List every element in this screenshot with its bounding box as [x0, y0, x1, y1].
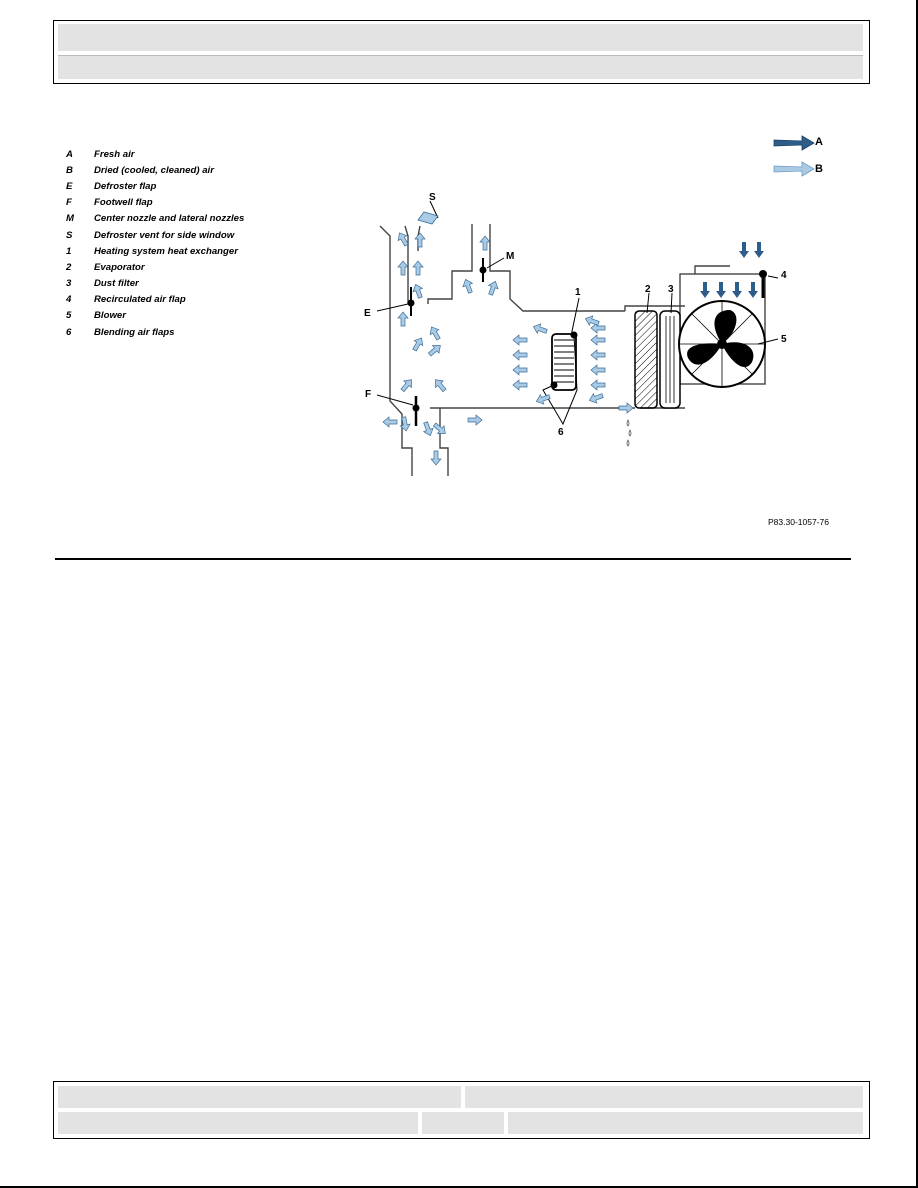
airflow-diagram-svg: S M E F 1 2 3 4 5 6: [364, 192, 787, 476]
section-divider: [55, 558, 851, 560]
defroster-flap: [407, 287, 415, 316]
footer-cell: [58, 1086, 461, 1108]
callout-4: 4: [781, 270, 787, 281]
footer-cell: [422, 1112, 504, 1134]
legend-item: S Defroster vent for side window: [66, 227, 244, 243]
header-subtitle-bar: [58, 55, 863, 79]
legend-key: 1: [66, 245, 72, 257]
side-window-vent-icon: [417, 211, 439, 225]
legend-text: Recirculated air flap: [94, 294, 186, 306]
heat-exchanger: [550, 331, 578, 391]
legend-text: Heating system heat exchanger: [94, 245, 238, 257]
figure-code: P83.30-1057-76: [768, 517, 829, 527]
legend-key: 3: [66, 278, 72, 290]
recirculated-air-flap: [759, 270, 767, 298]
legend-item: A Fresh air: [66, 146, 244, 162]
legend-text: Center nozzle and lateral nozzles: [94, 213, 245, 225]
arrow-key-b-label: B: [815, 163, 823, 175]
dried-air-arrows: [382, 230, 634, 466]
page-footer: [53, 1081, 870, 1139]
legend-item: 4 Recirculated air flap: [66, 292, 244, 308]
legend-item: M Center nozzle and lateral nozzles: [66, 211, 244, 227]
callout-f: F: [365, 389, 371, 400]
legend-key: A: [66, 148, 73, 160]
center-nozzle-flap: [479, 258, 487, 282]
legend-key: 4: [66, 294, 72, 306]
condensate-drops-icon: [626, 419, 632, 447]
legend-item: E Defroster flap: [66, 178, 244, 194]
dried-air-arrow-icon: [773, 161, 815, 177]
legend-key: E: [66, 180, 73, 192]
legend-key: B: [66, 164, 73, 176]
legend-key: F: [66, 197, 72, 209]
legend-key: 6: [66, 326, 72, 338]
blending-flaps-leader: [542, 334, 578, 426]
footer-cell: [508, 1112, 863, 1134]
callout-m: M: [506, 251, 514, 262]
legend-item: 2 Evaporator: [66, 259, 244, 275]
legend-text: Blending air flaps: [94, 326, 175, 338]
arrow-key-a-label: A: [815, 136, 823, 148]
dust-filter: [659, 310, 681, 409]
footer-cell: [58, 1112, 418, 1134]
arrow-key: A B: [772, 134, 832, 180]
legend-text: Fresh air: [94, 148, 135, 160]
legend-key: S: [66, 229, 73, 241]
callout-e: E: [364, 308, 371, 319]
legend-item: 3 Dust filter: [66, 276, 244, 292]
airflow-diagram: S M E F 1 2 3 4 5 6: [360, 186, 810, 501]
blower: [678, 300, 766, 388]
legend-text: Blower: [94, 310, 126, 322]
legend-text: Defroster vent for side window: [94, 229, 235, 241]
footer-cell: [465, 1086, 863, 1108]
leader-lines: [376, 200, 779, 406]
legend-item: 6 Blending air flaps: [66, 324, 244, 340]
legend-text: Dust filter: [94, 278, 139, 290]
legend-text: Dried (cooled, cleaned) air: [94, 164, 214, 176]
legend-text: Defroster flap: [94, 180, 157, 192]
fresh-air-arrows: [700, 242, 764, 298]
legend-text: Footwell flap: [94, 197, 153, 209]
legend-key: 5: [66, 310, 72, 322]
callout-1: 1: [575, 287, 581, 298]
header-title-bar: [58, 24, 863, 51]
footwell-flap: [412, 396, 420, 426]
legend-text: Evaporator: [94, 261, 145, 273]
legend-item: B Dried (cooled, cleaned) air: [66, 162, 244, 178]
legend-item: 1 Heating system heat exchanger: [66, 243, 244, 259]
fresh-air-arrow-icon: [773, 135, 815, 151]
legend-key: M: [66, 213, 74, 225]
legend-key: 2: [66, 261, 72, 273]
legend-item: 5 Blower: [66, 308, 244, 324]
callout-3: 3: [668, 284, 674, 295]
legend-item: F Footwell flap: [66, 195, 244, 211]
callout-2: 2: [645, 284, 651, 295]
callout-5: 5: [781, 334, 787, 345]
callout-s: S: [429, 192, 436, 203]
evaporator: [634, 310, 658, 409]
callout-6: 6: [558, 427, 564, 438]
arrow-key-graphic: [773, 135, 815, 177]
page-header: [53, 20, 870, 84]
